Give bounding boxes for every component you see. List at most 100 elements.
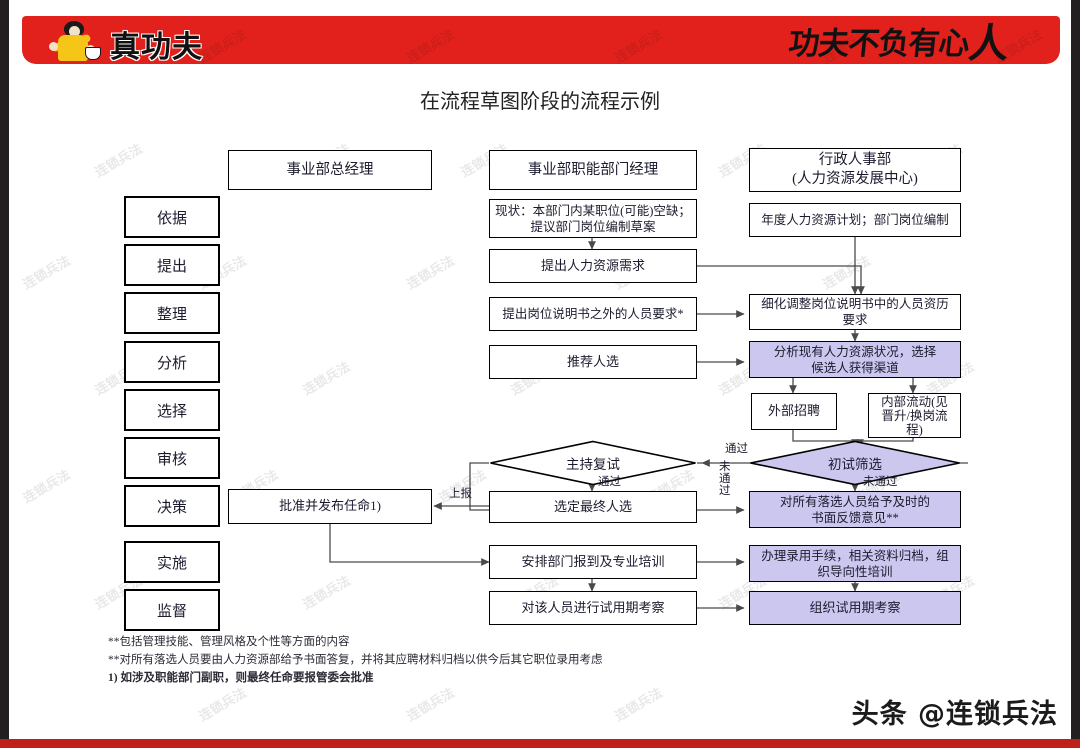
diamond-shape [750,440,960,486]
stage-implement: 实施 [124,541,220,583]
edge-label-fail-line2: 通 [719,473,731,486]
stage-select: 选择 [124,389,220,431]
brand-logo-text: 真功夫 [109,29,203,64]
node-current-status: 现状：本部门内某职位(可能)空缺； 提议部门岗位编制草案 [489,199,697,238]
node-hiring-formalities: 办理录用手续，相关资料归档，组 织导向性培训 [749,545,961,582]
watermark-tile: 连锁兵法 [436,467,490,507]
node-label: 组织试用期考察 [809,599,901,615]
column-header-division-func-mgr: 事业部职能部门经理 [489,150,697,190]
node-label-line1: 现状：本部门内某职位(可能)空缺； [495,203,691,218]
column-header-label: 事业部职能部门经理 [527,161,659,178]
edge-label-report-up: 上报 [449,488,472,500]
column-header-label: 事业部总经理 [286,161,374,178]
node-analyze-hr-status: 分析现有人力资源状况，选择 候选人获得渠道 [749,341,961,378]
decision-host-second-interview: 主持复试 [489,440,697,486]
watermark-tile: 连锁兵法 [992,27,1046,67]
stage-label: 实施 [156,555,187,572]
node-label-line2: 晋升/换岗流 [881,408,948,423]
node-label: 对该人员进行试用期考察 [521,599,665,615]
stage-organize: 整理 [124,292,220,334]
watermark-tile: 连锁兵法 [300,359,354,399]
edge-label-pass-right: 通过 [725,443,748,455]
node-written-feedback: 对所有落选人员给予及时的 书面反馈意见** [749,491,961,528]
edge-label-fail-vertical: 未 通 过 [719,461,731,497]
stage-label: 提出 [156,258,187,275]
node-label: 推荐人选 [566,353,619,369]
watermark-tile: 连锁兵法 [196,27,250,67]
footnote-2: **对所有落选人员要由人力资源部给予书面答复，并将其应聘材料归档以供今后其它职位… [108,653,603,666]
node-label-line3: 程) [906,422,923,437]
stage-label: 监督 [156,603,187,620]
node-raise-hr-demand: 提出人力资源需求 [489,249,697,283]
page-bottom-bar [0,739,1080,748]
edge-label-fail-line1: 未 [719,461,731,473]
node-label-line1: 对所有落选人员给予及时的 [779,494,930,509]
column-header-label-line2: (人力资源发展中心) [792,171,918,187]
node-label-line1: 办理录用手续，相关资料归档，组 [761,548,949,563]
footnote-3: 1) 如涉及职能部门副职，则最终任命要报管委会批准 [108,671,374,684]
node-final-selection: 选定最终人选 [489,491,697,523]
header-banner: 真功夫 功夫不负有心 人 [22,16,1060,64]
column-header-label-line1: 行政人事部 [818,152,892,169]
node-extra-requirements: 提出岗位说明书之外的人员要求* [489,297,697,331]
stage-propose: 提出 [124,244,220,286]
brand-logo: 真功夫 [49,18,242,64]
node-refine-job-description: 细化调整岗位说明书中的人员资历 要求 [749,294,961,330]
stage-review: 审核 [124,437,220,479]
node-approve-appointment: 批准并发布任命1) [228,489,432,524]
node-label: 外部招聘 [767,403,820,419]
node-probation-review-right: 组织试用期考察 [749,591,961,625]
watermark-tile: 连锁兵法 [820,253,874,293]
node-label-line2: 候选人获得渠道 [811,360,899,375]
edge-label-fail-right: 未通过 [863,476,898,488]
footnote-1: **包括管理技能、管理风格及个性等方面的内容 [108,636,350,648]
node-label: 安排部门报到及专业培训 [521,553,665,569]
decision-label: 主持复试 [566,457,620,472]
decision-first-screening: 初试筛选 [749,440,961,486]
node-internal-mobility: 内部流动(见 晋升/换岗流 程) [868,393,961,438]
stage-basis: 依据 [124,196,220,238]
column-header-hr-dept: 行政人事部 (人力资源发展中心) [749,148,961,192]
node-label-line2: 要求 [842,313,868,327]
footnotes: **包括管理技能、管理风格及个性等方面的内容 **对所有落选人员要由人力资源部给… [108,634,868,687]
stage-label: 分析 [156,355,187,372]
node-annual-hr-plan: 年度人力资源计划；部门岗位编制 [749,203,961,237]
node-label-line2: 提议部门岗位编制草案 [530,219,656,234]
node-label: 年度人力资源计划；部门岗位编制 [761,213,949,227]
watermark-tile: 连锁兵法 [612,685,666,725]
stage-label: 决策 [156,499,187,516]
channel-watermark: 头条 @连锁兵法 [851,699,1058,730]
node-label-line2: 书面反馈意见** [811,510,899,525]
stage-label: 选择 [156,403,187,420]
node-label-line1: 分析现有人力资源状况，选择 [773,344,937,359]
node-label-line1: 细化调整岗位说明书中的人员资历 [761,297,949,311]
watermark-tile: 连锁兵法 [20,467,74,507]
edge-label-fail-line3: 过 [719,485,731,498]
watermark-tile: 连锁兵法 [300,573,354,613]
column-header-division-gm: 事业部总经理 [228,150,432,190]
watermark-tile: 连锁兵法 [404,685,458,725]
node-arrange-onboarding: 安排部门报到及专业培训 [489,545,697,579]
node-label: 批准并发布任命1) [279,498,381,514]
page-right-edge [1071,0,1080,748]
stage-decide: 决策 [124,485,220,527]
node-label-line2: 织导向性培训 [817,564,893,579]
watermark-tile: 连锁兵法 [20,253,74,293]
watermark-tile: 连锁兵法 [196,685,250,725]
page-title: 在流程草图阶段的流程示例 [420,91,660,113]
stage-label: 依据 [156,210,187,227]
page-left-edge [0,0,9,748]
stage-label: 整理 [156,306,187,323]
node-probation-review-mid: 对该人员进行试用期考察 [489,591,697,625]
decision-label: 初试筛选 [828,457,882,472]
node-label: 提出人力资源需求 [540,257,645,273]
diamond-shape [490,440,696,486]
stage-label: 审核 [156,451,187,468]
node-external-recruitment: 外部招聘 [751,393,837,430]
node-label-line1: 内部流动(见 [881,394,948,409]
edge-label-pass-mid: 通过 [598,476,621,488]
node-recommend-candidates: 推荐人选 [489,345,697,379]
watermark-tile: 连锁兵法 [404,253,458,293]
